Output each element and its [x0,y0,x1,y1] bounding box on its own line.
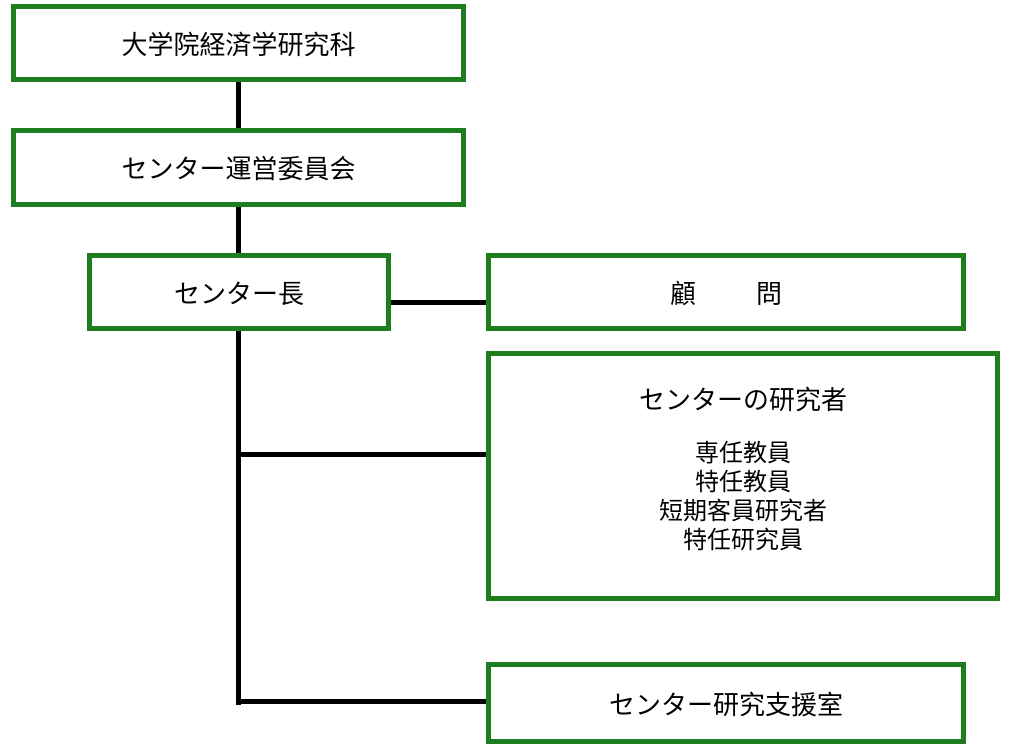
researcher-category: 短期客員研究者 [659,497,827,525]
graduate-school-box: 大学院経済学研究科 [11,4,466,82]
researchers-title: センターの研究者 [638,386,847,416]
advisor-box: 顧問 [486,253,966,331]
support-office-label: センター研究支援室 [608,690,843,721]
connector-committee-to-director [236,207,241,253]
researcher-category: 専任教員 [695,439,791,467]
connector-director-trunk [236,331,241,705]
connector-graduate-school-to-committee [236,82,241,128]
steering-committee-box: センター運営委員会 [11,128,466,207]
connector-director-to-advisor [391,300,486,305]
researchers-list: 専任教員 特任教員 短期客員研究者 特任研究員 [659,439,827,555]
researcher-category: 特任研究員 [683,526,803,554]
steering-committee-label: センター運営委員会 [121,155,356,185]
support-office-box: センター研究支援室 [486,662,966,744]
director-box: センター長 [87,253,391,331]
connector-to-support-office [236,699,486,704]
graduate-school-label: 大学院経済学研究科 [121,30,356,61]
connector-to-researchers [236,452,486,457]
advisor-label: 顧問 [669,279,842,310]
director-label: センター長 [173,279,304,310]
researchers-box: センターの研究者 専任教員 特任教員 短期客員研究者 特任研究員 [486,351,1000,601]
researcher-category: 特任教員 [695,468,791,496]
